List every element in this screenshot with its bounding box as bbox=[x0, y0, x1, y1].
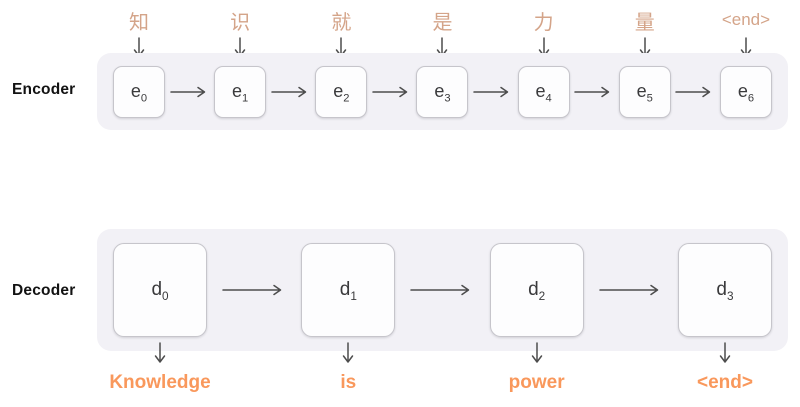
encoder-unit-label: e6 bbox=[737, 81, 755, 105]
encoder-input-cell: 力 bbox=[518, 6, 570, 35]
decoder-output-cell: Knowledge bbox=[109, 372, 210, 394]
decoder-unit-d0: d0 bbox=[113, 243, 207, 337]
decoder-output-token: power bbox=[508, 372, 565, 393]
decoder-unit-label: d1 bbox=[339, 279, 357, 303]
right-arrow-icon bbox=[169, 86, 210, 98]
encoder-unit-e5: e5 bbox=[618, 65, 671, 118]
decoder-label: Decoder bbox=[12, 282, 76, 299]
decoder-unit-d2: d2 bbox=[489, 243, 584, 337]
encoder-unit-label: e3 bbox=[434, 81, 451, 105]
encoder-input-token: 量 bbox=[634, 11, 655, 34]
encoder-input-token: 就 bbox=[331, 11, 352, 34]
encoder-input-token: 是 bbox=[432, 11, 453, 34]
decoder-unit-label: d3 bbox=[716, 279, 734, 303]
down-arrow-icon bbox=[113, 341, 207, 368]
right-arrow-icon bbox=[372, 86, 412, 98]
decoder-output-end-token: <end> bbox=[696, 372, 753, 393]
encoder-input-cell: 识 bbox=[214, 6, 266, 35]
encoder-input-end-token: <end> bbox=[721, 10, 771, 29]
decoder-output-arrows-row bbox=[97, 341, 788, 368]
encoder-unit-label: e2 bbox=[333, 81, 350, 105]
encoder-unit-label: e5 bbox=[636, 81, 653, 105]
decoder-container: d0 d1 d2 d3 bbox=[97, 229, 788, 351]
right-arrow-icon bbox=[270, 86, 311, 98]
right-arrow-icon bbox=[675, 86, 715, 98]
right-arrow-icon bbox=[410, 284, 474, 296]
right-arrow-icon bbox=[473, 86, 513, 98]
encoder-unit-e3: e3 bbox=[416, 65, 469, 118]
encoder-unit-label: e4 bbox=[535, 81, 552, 105]
decoder-outputs-row: Knowledge is power <end> bbox=[97, 368, 788, 398]
encoder-container: e0 e1 e2 e3 e4 e5 e6 bbox=[97, 53, 788, 130]
encoder-label: Encoder bbox=[12, 81, 76, 98]
encoder-input-cell: 知 bbox=[113, 6, 165, 35]
decoder-output-cell: <end> bbox=[678, 372, 772, 394]
decoder-unit-label: d2 bbox=[528, 279, 546, 303]
right-arrow-icon bbox=[222, 284, 286, 296]
down-arrow-icon bbox=[678, 341, 772, 368]
encoder-unit-e2: e2 bbox=[315, 65, 368, 118]
encoder-inputs-row: 知 识 就 是 力 量 <end> bbox=[97, 4, 788, 36]
decoder-output-token: Knowledge bbox=[109, 372, 211, 393]
decoder-output-token: is bbox=[340, 372, 357, 393]
decoder-unit-label: d0 bbox=[151, 279, 169, 303]
decoder-unit-d3: d3 bbox=[677, 243, 772, 337]
encoder-unit-e6: e6 bbox=[719, 65, 772, 118]
encoder-unit-label: e1 bbox=[232, 81, 249, 105]
encoder-unit-e1: e1 bbox=[214, 65, 267, 118]
encoder-input-cell: 是 bbox=[416, 6, 468, 35]
encoder-unit-e4: e4 bbox=[517, 65, 570, 118]
decoder-unit-d1: d1 bbox=[301, 243, 396, 337]
decoder-output-cell: is bbox=[301, 372, 395, 394]
encoder-input-cell: <end> bbox=[720, 10, 772, 30]
encoder-input-token: 识 bbox=[230, 11, 251, 34]
encoder-input-cell: 量 bbox=[619, 6, 671, 35]
down-arrow-icon bbox=[301, 341, 395, 368]
encoder-input-cell: 就 bbox=[315, 6, 367, 35]
right-arrow-icon bbox=[574, 86, 614, 98]
encoder-input-token: 知 bbox=[129, 11, 149, 34]
down-arrow-icon bbox=[490, 341, 584, 368]
right-arrow-icon bbox=[599, 284, 663, 296]
encoder-input-token: 力 bbox=[533, 11, 554, 34]
decoder-output-cell: power bbox=[490, 372, 584, 394]
encoder-unit-e0: e0 bbox=[113, 65, 165, 118]
encoder-unit-label: e0 bbox=[130, 81, 148, 105]
